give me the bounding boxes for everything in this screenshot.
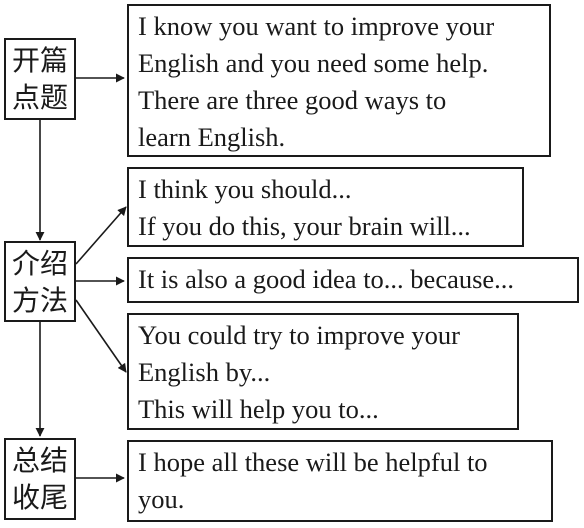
box-methods-2-line-1: It is also a good idea to... because... (138, 264, 515, 294)
box-methods-3-line-3: This will help you to... (138, 394, 379, 424)
box-methods-1: I think you should... If you do this, yo… (127, 167, 524, 247)
label-closing-line-2: 收尾 (11, 481, 68, 514)
label-opening-line-2: 点题 (11, 81, 68, 114)
box-opening-intro-line-1: I know you want to improve your (138, 11, 495, 41)
box-opening-intro: I know you want to improve your English … (127, 4, 551, 157)
arrow-methods-to-box-1 (75, 206, 127, 265)
label-methods-line-1: 介绍 (11, 247, 68, 280)
label-opening: 开篇 点题 (4, 38, 76, 120)
label-closing-line-1: 总结 (11, 444, 68, 477)
box-opening-intro-line-4: learn English. (138, 122, 286, 152)
label-closing: 总结 收尾 (4, 438, 76, 520)
box-methods-1-line-1: I think you should... (138, 174, 352, 204)
box-methods-3: You could try to improve your English by… (127, 313, 519, 430)
box-opening-intro-line-3: There are three good ways to (138, 85, 447, 115)
arrow-methods-to-box-3 (75, 299, 127, 373)
box-closing: I hope all these will be helpful to you. (127, 440, 553, 522)
box-methods-1-line-2: If you do this, your brain will... (138, 211, 471, 241)
box-closing-line-2: you. (138, 484, 185, 514)
label-methods-line-2: 方法 (11, 284, 68, 317)
label-methods: 介绍 方法 (4, 241, 76, 322)
label-opening-line-1: 开篇 (11, 44, 68, 77)
box-closing-line-1: I hope all these will be helpful to (138, 447, 488, 477)
box-methods-3-line-2: English by... (138, 357, 271, 387)
box-methods-2: It is also a good idea to... because... (127, 257, 579, 303)
box-methods-3-line-1: You could try to improve your (138, 320, 460, 350)
box-opening-intro-line-2: English and you need some help. (138, 48, 489, 78)
